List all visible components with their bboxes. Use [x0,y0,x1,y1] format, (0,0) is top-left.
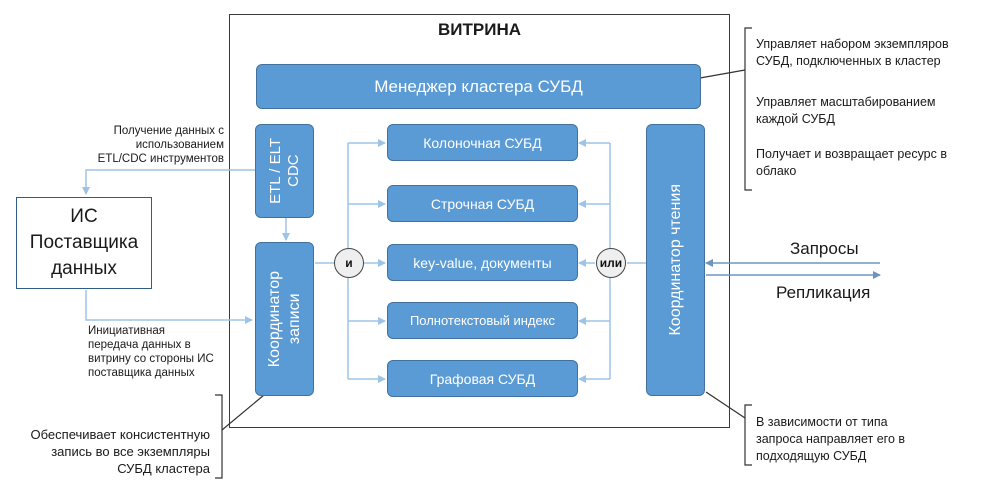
source-system-block: ИС Поставщика данных [16,197,152,289]
write-coordinator-label: Координатор записи [265,270,303,368]
and-label: и [345,256,353,270]
dbms-row-label: Строчная СУБД [430,195,535,212]
read-coordinator-label: Координатор чтения [666,184,684,336]
manager-note-1: Управляет набором экземпляров СУБД, подк… [756,37,949,68]
source-system-label: ИС Поставщика данных [29,206,139,279]
read-coordinator-block: Координатор чтения [646,124,705,396]
etl-block: ETL / ELT CDC [255,124,314,218]
dbms-graph-label: Графовая СУБД [429,370,536,387]
vitrina-title: ВИТРИНА [438,20,521,39]
cluster-manager-label: Менеджер кластера СУБД [374,76,583,96]
cluster-manager-block: Менеджер кластера СУБД [256,64,701,109]
manager-note-3: Получает и возвращает ресурс в облако [756,147,947,178]
write-coordinator-block: Координатор записи [255,242,314,396]
dbms-row: Строчная СУБД [387,185,578,222]
etl-note: Получение данных с использованием ETL/CD… [97,125,224,165]
and-junction: и [334,248,364,278]
replication-label: Репликация [776,283,871,302]
dbms-fulltext: Полнотекстовый индекс [387,302,578,339]
etl-label: ETL / ELT CDC [266,138,302,204]
consistency-note: Обеспечивает консистентную запись во все… [30,427,210,476]
dbms-key-value: key-value, документы [387,244,578,281]
dbms-graph: Графовая СУБД [387,360,578,397]
manager-note-2: Управляет масштабированием каждой СУБД [756,95,936,126]
requests-label: Запросы [790,239,859,258]
dbms-key-value-label: key-value, документы [413,254,552,271]
or-label: или [599,256,623,270]
dbms-columnar: Колоночная СУБД [387,124,578,161]
dbms-columnar-label: Колоночная СУБД [423,134,542,151]
push-note: Инициативная передача данных в витрину с… [88,325,214,379]
dbms-fulltext-label: Полнотекстовый индекс [409,313,556,328]
or-junction: или [596,248,626,278]
routing-note: В зависимости от типа запроса направляет… [756,415,906,463]
